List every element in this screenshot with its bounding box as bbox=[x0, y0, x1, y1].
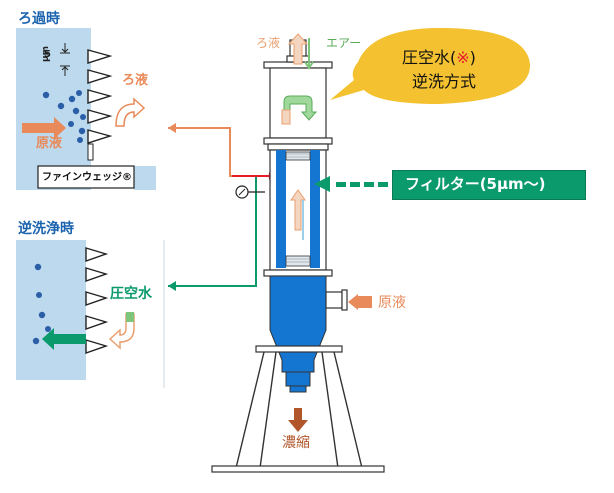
raw-liquid-label: 原液 bbox=[36, 136, 63, 151]
backwash-liquid-area bbox=[16, 240, 86, 380]
air-water-inlet bbox=[126, 312, 134, 322]
raw-liquid-area bbox=[16, 28, 91, 190]
callout-line1-prefix: 圧空水( bbox=[402, 48, 457, 67]
backwash-triangles bbox=[85, 247, 109, 354]
filter-label-box: フィルター(5μm〜) bbox=[392, 170, 586, 200]
raw-liquid-arrow bbox=[22, 117, 66, 139]
filtrate-arrow bbox=[115, 97, 146, 127]
uturn-arrow bbox=[283, 95, 318, 121]
filtrate-label: ろ液 bbox=[122, 73, 149, 88]
filter-element-left bbox=[276, 150, 286, 268]
callout-line1: 圧空水(※) bbox=[402, 50, 476, 66]
backwash-particles bbox=[32, 263, 51, 345]
filtration-panel-drawing bbox=[16, 28, 166, 200]
particles bbox=[42, 90, 86, 143]
backwash-panel bbox=[16, 240, 166, 388]
wedge-product-box bbox=[37, 165, 135, 189]
air-in-arrow bbox=[304, 38, 314, 70]
wedge-wire-triangles bbox=[87, 49, 113, 144]
callout-bubble bbox=[330, 28, 531, 104]
air-top-label: エアー bbox=[326, 36, 362, 50]
filtration-connector bbox=[168, 127, 272, 177]
filter-element-right bbox=[310, 150, 320, 268]
concentrate-arrow bbox=[288, 408, 308, 432]
backwash-title: 逆洗浄時 bbox=[18, 221, 74, 237]
callout-line1-suffix: ) bbox=[469, 48, 476, 67]
filter-pointer bbox=[314, 176, 388, 192]
backwash-panel-drawing bbox=[16, 240, 166, 388]
filtration-title: ろ過時 bbox=[18, 11, 60, 27]
filtration-panel bbox=[16, 28, 166, 200]
backwash-arrow bbox=[42, 328, 86, 350]
stand-legs bbox=[235, 351, 363, 469]
air-water-curve-arrow bbox=[108, 313, 135, 350]
wedge-product-label: ファインウェッジ® bbox=[42, 172, 132, 183]
raw-side-label: 原液 bbox=[378, 295, 406, 311]
callout-line2: 逆洗方式 bbox=[412, 72, 477, 91]
callout-mark: ※ bbox=[456, 48, 470, 67]
stand-top bbox=[255, 345, 343, 353]
lower-vessel bbox=[269, 275, 327, 373]
raw-inlet bbox=[325, 291, 343, 309]
concentrate-label: 濃縮 bbox=[282, 435, 310, 451]
air-water-label: 圧空水 bbox=[110, 286, 152, 302]
concentrate-outlet bbox=[285, 371, 311, 387]
micron-value: 5 bbox=[44, 49, 51, 60]
inner-up-arrow bbox=[290, 189, 306, 231]
stand-base bbox=[211, 465, 385, 473]
filter-label: フィルター(5μm〜) bbox=[405, 175, 546, 193]
filtrate-top-label: ろ液 bbox=[256, 36, 281, 50]
filtrate-out-arrow bbox=[287, 33, 309, 65]
